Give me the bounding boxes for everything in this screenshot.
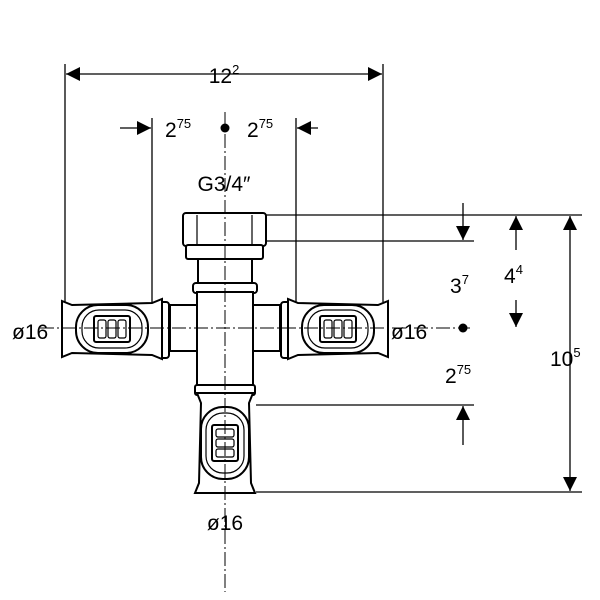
extension-lines — [64, 64, 582, 493]
right-press-fitting — [287, 298, 389, 360]
overall-height-label: 105 — [550, 345, 581, 371]
bottom-offset-label: 275 — [445, 362, 471, 388]
left-offset-label: 275 — [165, 116, 191, 142]
thread-label: G3/4″ — [198, 173, 252, 196]
overall-width-label: 122 — [209, 62, 240, 88]
bottom-diameter-label: ø16 — [207, 512, 243, 535]
left-press-fitting — [61, 298, 163, 360]
center-dot-top — [220, 123, 230, 133]
dimension-arrows — [66, 67, 577, 491]
right-offset-label: 275 — [247, 116, 273, 142]
nut-to-center-label: 37 — [450, 272, 469, 298]
center-dot-right — [458, 323, 468, 333]
right-diameter-label: ø16 — [391, 321, 427, 344]
top-to-center-label: 44 — [504, 262, 523, 288]
left-diameter-label: ø16 — [12, 321, 48, 344]
